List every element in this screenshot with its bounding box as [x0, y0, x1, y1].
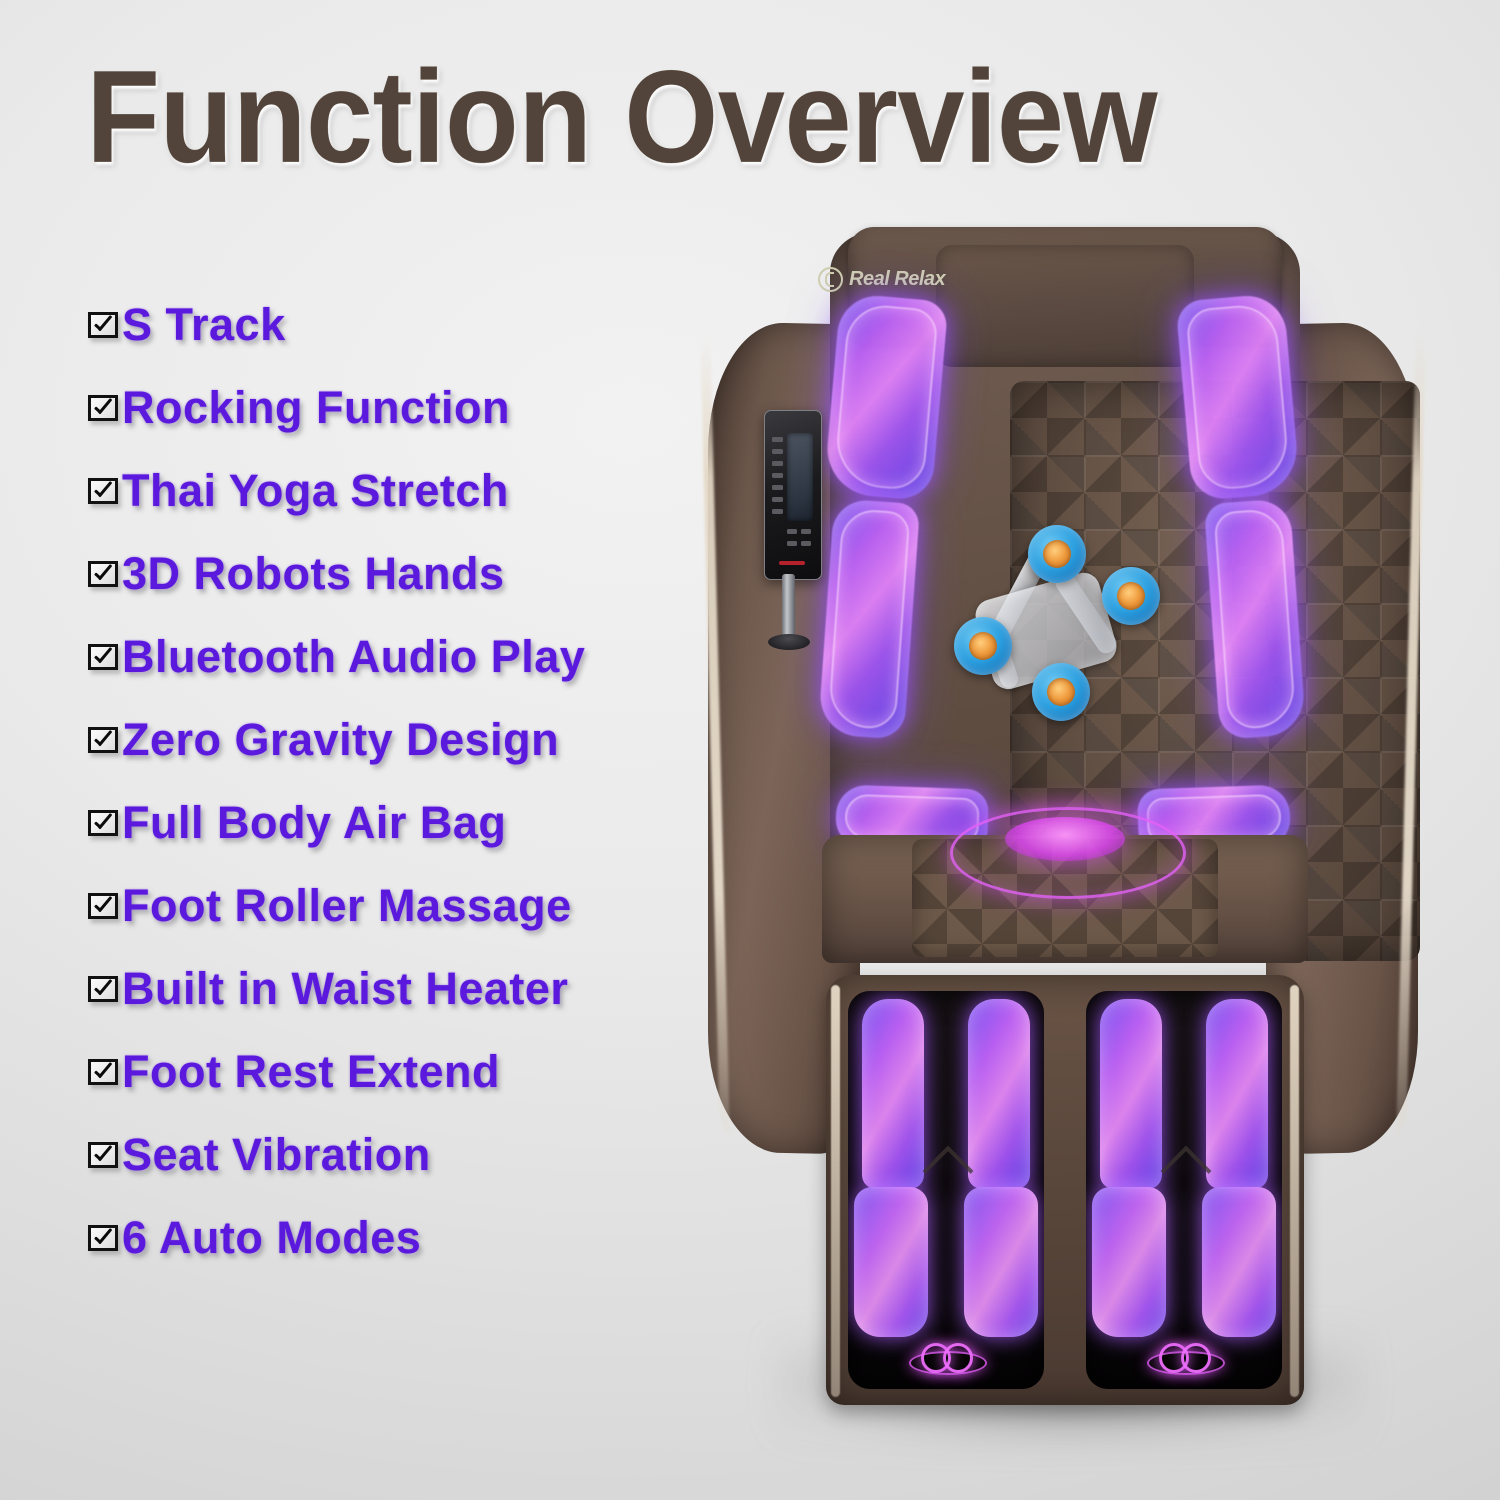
- 3d-roller-mechanism: [948, 523, 1160, 723]
- remote-button[interactable]: [801, 541, 811, 546]
- checkbox-checked-icon: [88, 1058, 118, 1085]
- foot-airbag-left: [854, 1187, 928, 1337]
- list-item: Foot Rest Extend: [88, 1030, 708, 1113]
- feature-label: Foot Roller Massage: [122, 879, 572, 931]
- feature-label: Built in Waist Heater: [122, 962, 569, 1014]
- remote-body[interactable]: [764, 410, 822, 580]
- checkbox-checked-icon: [88, 892, 118, 919]
- leg-well-right: [1086, 991, 1282, 1389]
- feature-label: 6 Auto Modes: [122, 1211, 422, 1263]
- remote-stand-stem: [782, 574, 795, 640]
- feature-list: S Track Rocking Function Thai Yoga Stret…: [88, 283, 708, 1279]
- checkbox-checked-icon: [88, 643, 118, 670]
- feature-label: Seat Vibration: [122, 1128, 431, 1180]
- foot-roller-icon: [903, 1343, 989, 1375]
- calf-airbag-left: [1100, 999, 1162, 1189]
- remote-button[interactable]: [787, 529, 797, 534]
- brand-name: Real Relax: [849, 268, 946, 290]
- remote-button[interactable]: [787, 541, 797, 546]
- foot-roller-icon: [1141, 1343, 1227, 1375]
- remote-button[interactable]: [772, 485, 783, 490]
- foot-airbag-right: [1202, 1187, 1276, 1337]
- footrest-module: [826, 975, 1304, 1405]
- list-item: 6 Auto Modes: [88, 1196, 708, 1279]
- checkbox-checked-icon: [88, 809, 118, 836]
- feature-label: Full Body Air Bag: [122, 796, 507, 848]
- leg-well-left: [848, 991, 1044, 1389]
- list-item: Rocking Function: [88, 366, 708, 449]
- checkbox-checked-icon: [88, 311, 118, 338]
- list-item: S Track: [88, 283, 708, 366]
- list-item: Full Body Air Bag: [88, 781, 708, 864]
- list-item: Seat Vibration: [88, 1113, 708, 1196]
- calf-airbag-right: [968, 999, 1030, 1189]
- feature-label: 3D Robots Hands: [122, 547, 505, 599]
- feature-label: S Track: [122, 298, 286, 350]
- seat-cushion: [822, 807, 1308, 963]
- list-item: Bluetooth Audio Play: [88, 615, 708, 698]
- calf-airbag-left: [862, 999, 924, 1189]
- page-title: Function Overview: [86, 43, 1158, 190]
- side-airbag-left: [817, 498, 921, 740]
- checkbox-checked-icon: [88, 975, 118, 1002]
- foot-airbag-right: [964, 1187, 1038, 1337]
- calf-airbag-right: [1206, 999, 1268, 1189]
- massage-roller: [1028, 525, 1086, 583]
- list-item: Built in Waist Heater: [88, 947, 708, 1030]
- massage-chair-image: Real Relax: [680, 205, 1440, 1455]
- remote-button[interactable]: [772, 473, 783, 478]
- shoulder-airbag-left: [823, 292, 949, 502]
- foot-airbag-left: [1092, 1187, 1166, 1337]
- chevron-up-icon: [922, 1145, 974, 1197]
- footrest-piping-right: [1290, 985, 1299, 1397]
- seat-vibration-glow: [1005, 817, 1125, 861]
- checkbox-checked-icon: [88, 477, 118, 504]
- list-item: Thai Yoga Stretch: [88, 449, 708, 532]
- list-item: Zero Gravity Design: [88, 698, 708, 781]
- checkbox-checked-icon: [88, 1141, 118, 1168]
- checkbox-checked-icon: [88, 1224, 118, 1251]
- checkbox-checked-icon: [88, 394, 118, 421]
- remote-button[interactable]: [801, 529, 811, 534]
- checkbox-checked-icon: [88, 560, 118, 587]
- remote-button[interactable]: [772, 437, 783, 442]
- list-item: Foot Roller Massage: [88, 864, 708, 947]
- remote-power-indicator: [779, 561, 805, 565]
- feature-label: Zero Gravity Design: [122, 713, 560, 765]
- feature-label: Rocking Function: [122, 381, 510, 433]
- remote-button[interactable]: [772, 449, 783, 454]
- chevron-up-icon: [1160, 1145, 1212, 1197]
- list-item: 3D Robots Hands: [88, 532, 708, 615]
- massage-roller: [954, 617, 1012, 675]
- remote-stand-base: [768, 634, 810, 650]
- remote-screen: [787, 433, 813, 521]
- checkbox-checked-icon: [88, 726, 118, 753]
- remote-button[interactable]: [772, 461, 783, 466]
- side-airbag-right: [1203, 498, 1307, 740]
- remote-button[interactable]: [772, 497, 783, 502]
- headrest-pad: [936, 245, 1194, 367]
- remote-button[interactable]: [772, 509, 783, 514]
- remote-control-panel[interactable]: [758, 410, 822, 660]
- seat-vibration-ring-icon: [950, 807, 1186, 899]
- massage-roller: [1102, 567, 1160, 625]
- massage-roller: [1032, 663, 1090, 721]
- foot-roller-circle: [1181, 1343, 1211, 1373]
- shoulder-airbag-right: [1175, 292, 1301, 502]
- brand-mark-icon: [818, 267, 843, 292]
- feature-label: Thai Yoga Stretch: [122, 464, 509, 516]
- feature-label: Foot Rest Extend: [122, 1045, 501, 1097]
- feature-label: Bluetooth Audio Play: [122, 630, 586, 682]
- footrest-piping-left: [831, 985, 840, 1397]
- real-relax-logo-icon: Real Relax: [818, 267, 946, 292]
- foot-roller-circle: [943, 1343, 973, 1373]
